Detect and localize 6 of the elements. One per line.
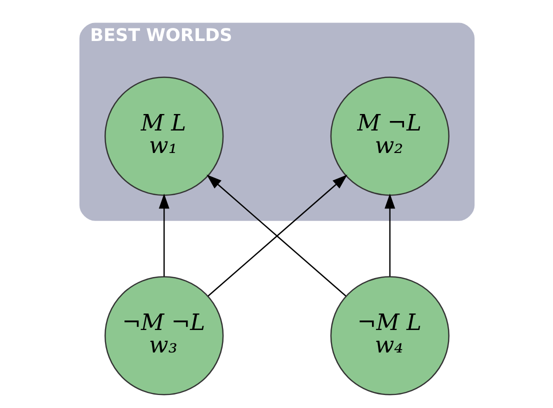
- arrow: [384, 194, 395, 276]
- node-circle: ¬M L w₄: [330, 276, 449, 396]
- node-circle: M ¬L w₂: [330, 76, 449, 196]
- node-circle: M L w₁: [104, 76, 224, 196]
- arrow: [158, 194, 169, 276]
- node-circle: ¬M ¬L w₃: [104, 276, 224, 396]
